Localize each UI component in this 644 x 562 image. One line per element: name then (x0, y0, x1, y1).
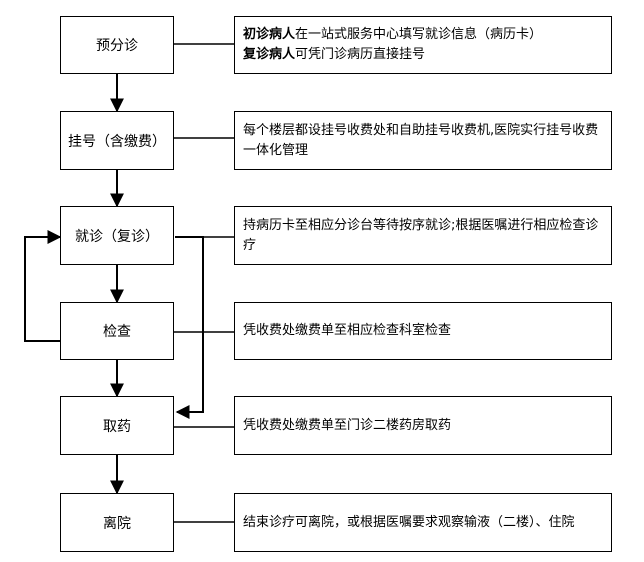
arrow-exam-back-to-consult (24, 230, 62, 342)
note-pharmacy-text: 凭收费处缴费单至门诊二楼药房取药 (243, 417, 452, 433)
step-label: 离院 (103, 515, 131, 532)
return-visit-text: 可凭门诊病历直接挂号 (295, 47, 426, 62)
first-visit-label: 初诊病人 (243, 27, 296, 42)
step-label: 挂号（含缴费） (68, 133, 166, 150)
step-register: 挂号（含缴费） (60, 111, 174, 170)
note-triage-line2: 复诊病人可凭门诊病历直接挂号 (243, 45, 603, 65)
note-consult: 持病历卡至相应分诊台等待按序就诊;根据医嘱进行相应检查诊疗 (234, 206, 612, 265)
note-exam-text: 凭收费处缴费单至相应检查科室检查 (243, 323, 452, 338)
step-label: 检查 (103, 324, 131, 340)
note-register: 每个楼层都设挂号收费处和自助挂号收费机,医院实行挂号收费一体化管理 (234, 111, 612, 170)
step-triage: 预分诊 (60, 16, 174, 74)
note-triage: 初诊病人在一站式服务中心填写就诊信息（病历卡） 复诊病人可凭门诊病历直接挂号 (234, 16, 612, 74)
note-pharmacy: 凭收费处缴费单至门诊二楼药房取药 (234, 396, 612, 455)
note-discharge: 结束诊疗可离院，或根据医嘱要求观察输液（二楼）、住院 (234, 493, 612, 552)
note-exam: 凭收费处缴费单至相应检查科室检查 (234, 302, 612, 360)
note-register-text: 每个楼层都设挂号收费处和自助挂号收费机,医院实行挂号收费一体化管理 (243, 122, 599, 158)
step-pharmacy: 取药 (60, 396, 174, 455)
step-exam: 检查 (60, 302, 174, 360)
note-triage-line1: 初诊病人在一站式服务中心填写就诊信息（病历卡） (243, 25, 603, 45)
step-label: 就诊（复诊） (75, 228, 159, 245)
note-consult-text: 持病历卡至相应分诊台等待按序就诊;根据医嘱进行相应检查诊疗 (243, 217, 599, 253)
step-label: 预分诊 (96, 38, 138, 54)
note-discharge-text: 结束诊疗可离院，或根据医嘱要求观察输液（二楼）、住院 (243, 514, 575, 530)
first-visit-text: 在一站式服务中心填写就诊信息（病历卡） (295, 27, 543, 42)
return-visit-label: 复诊病人 (243, 47, 296, 62)
step-label: 取药 (103, 418, 131, 435)
arrow-consult-to-pharmacy (175, 236, 204, 419)
step-consult: 就诊（复诊） (60, 206, 174, 265)
step-discharge: 离院 (60, 493, 174, 552)
